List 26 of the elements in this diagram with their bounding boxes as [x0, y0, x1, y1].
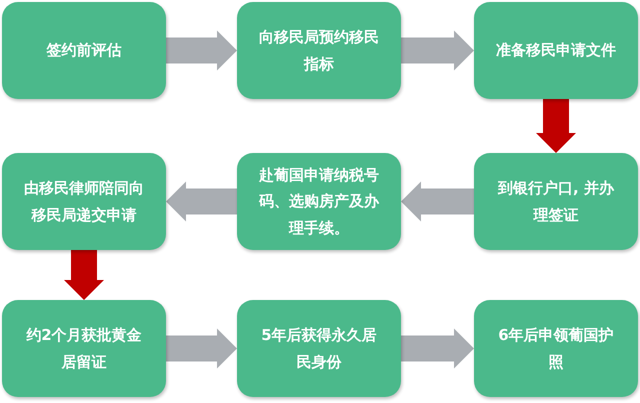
block-arrow	[166, 30, 237, 70]
block-arrow	[401, 182, 474, 222]
step-text: 向移民局预约移民指标	[258, 27, 380, 74]
block-arrow	[536, 99, 576, 153]
step-text: 到银行户口, 并办理签证	[496, 178, 616, 226]
process-box	[237, 153, 401, 250]
block-arrow	[401, 328, 474, 368]
process-box	[2, 300, 166, 397]
process-box	[237, 2, 401, 99]
process-box	[2, 2, 166, 99]
process-box	[474, 300, 638, 397]
process-box	[2, 153, 166, 250]
block-arrow	[64, 250, 104, 300]
block-arrow	[166, 182, 237, 222]
process-box	[474, 153, 638, 250]
step-text: 6年后申领葡国护照	[497, 325, 615, 372]
process-box	[474, 2, 638, 99]
block-arrow	[401, 30, 474, 70]
step-text: 赴葡国申请纳税号码、选购房产及办理手续。	[258, 165, 380, 239]
step-text: 5年后获得永久居民身份	[260, 325, 378, 372]
step-text: 签约前评估	[46, 40, 122, 62]
step-text: 约2个月获批黄金居留证	[25, 325, 143, 372]
step-text: 准备移民申请文件	[496, 40, 616, 62]
block-arrow	[166, 328, 237, 368]
step-text: 由移民律师陪同向移民局递交申请	[23, 178, 145, 226]
process-box	[237, 300, 401, 397]
